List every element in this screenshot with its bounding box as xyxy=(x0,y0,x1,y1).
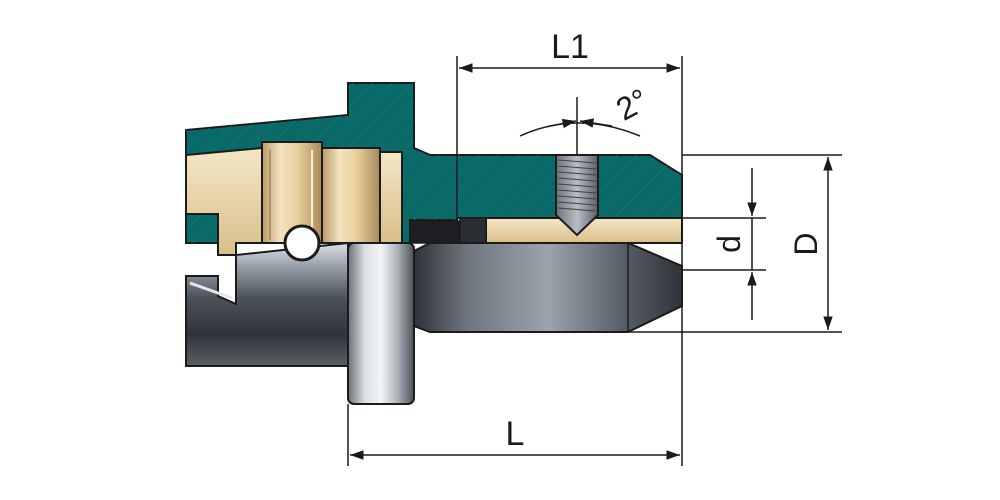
dimension-label-l: L xyxy=(506,415,525,453)
dimension-label-l1: L1 xyxy=(551,28,589,66)
dimension-label-d-large: D xyxy=(788,232,824,255)
bore-sleeve xyxy=(409,217,683,244)
dimension-label-angle: 2° xyxy=(610,81,654,127)
shank-lower-half xyxy=(185,241,683,405)
brass-clamp-insert xyxy=(185,141,403,256)
dimension-label-d-small: d xyxy=(711,235,747,253)
cross-hole xyxy=(283,224,321,262)
set-screw-thread xyxy=(555,154,599,237)
dimension-lines xyxy=(347,56,842,466)
